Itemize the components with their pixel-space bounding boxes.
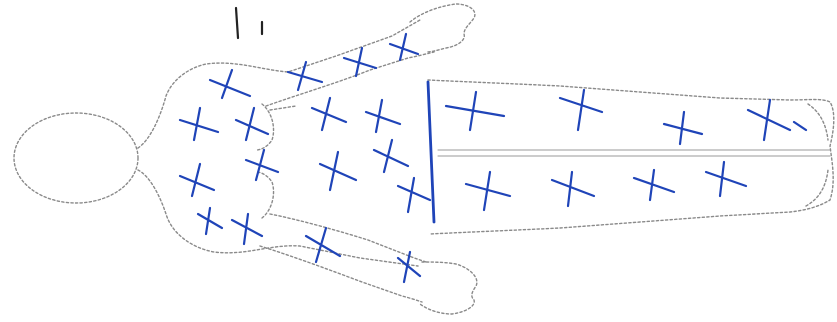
cross-mark	[444, 90, 506, 132]
right-arm-outline	[265, 51, 435, 107]
tally-mark-1	[234, 6, 240, 40]
torso-outline	[137, 19, 421, 267]
right-arm-outline-lower	[269, 105, 297, 111]
cross-mark	[178, 162, 216, 198]
waist-divider-line	[426, 80, 436, 224]
cross-mark	[396, 176, 432, 214]
cross-mark	[388, 32, 420, 62]
torso-side-curve-lower	[255, 171, 275, 219]
cross-mark	[746, 98, 792, 142]
cross-mark	[234, 106, 270, 142]
left-hand-outline	[419, 261, 478, 315]
cross-mark	[704, 160, 748, 198]
right-hand-outline	[409, 3, 476, 53]
cross-mark	[286, 60, 324, 92]
cross-mark	[396, 250, 422, 284]
cross-mark	[318, 150, 358, 192]
cross-mark	[342, 46, 378, 78]
cross-marks	[178, 32, 808, 284]
legs-separation-line	[437, 149, 831, 157]
cross-mark	[304, 226, 342, 264]
torso-side-curve-upper	[255, 103, 275, 151]
cross-mark	[558, 88, 604, 132]
cross-mark	[208, 68, 252, 100]
cross-mark	[464, 170, 512, 212]
feet-tips	[805, 103, 829, 207]
cross-mark	[372, 138, 410, 174]
cross-mark	[310, 96, 348, 132]
cross-mark	[178, 106, 220, 142]
cross-mark	[662, 110, 704, 146]
cross-mark	[230, 212, 264, 246]
cross-mark	[196, 206, 224, 236]
cross-mark	[244, 148, 280, 182]
left-arm-outline	[259, 213, 427, 303]
legs-outline	[427, 79, 835, 235]
head-outline	[13, 112, 139, 204]
cross-mark	[364, 98, 402, 134]
cross-mark	[550, 170, 596, 208]
cross-mark	[632, 168, 676, 202]
cross-mark	[792, 120, 808, 132]
